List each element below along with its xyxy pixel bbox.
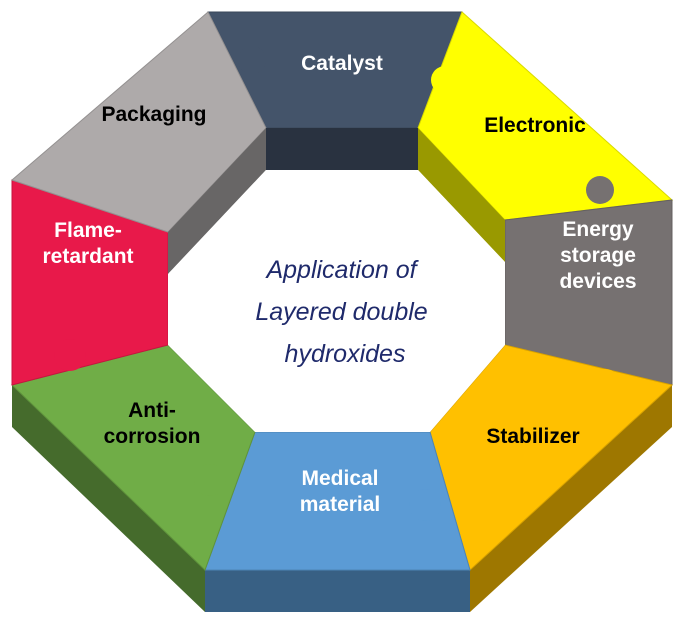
label-flame-retardant: Flame-retardant bbox=[42, 219, 133, 268]
inner-hole bbox=[168, 128, 505, 432]
puzzle-knob-medical-material bbox=[409, 489, 441, 521]
label-stabilizer: Stabilizer bbox=[486, 425, 579, 448]
puzzle-knob-stabilizer bbox=[589, 369, 621, 401]
label-medical-material-line-1: Medical bbox=[301, 467, 378, 490]
label-flame-retardant-line-2: retardant bbox=[42, 245, 133, 268]
inner-wall-packaging bbox=[168, 128, 266, 274]
wall-medical-material bbox=[205, 570, 470, 612]
label-packaging: Packaging bbox=[101, 103, 206, 126]
label-electronic-line-1: Electronic bbox=[484, 114, 586, 137]
puzzle-segments bbox=[11, 11, 674, 571]
center-title-line-3: hydroxides bbox=[285, 340, 406, 368]
label-catalyst: Catalyst bbox=[301, 52, 383, 75]
label-catalyst-line-1: Catalyst bbox=[301, 52, 383, 75]
puzzle-knob-electronic bbox=[431, 66, 459, 94]
label-anti-corrosion-line-2: corrosion bbox=[104, 425, 201, 448]
label-medical-material-line-2: material bbox=[300, 493, 381, 516]
puzzle-knob-anti-corrosion bbox=[194, 464, 226, 496]
label-energy-storage: Energy storage devices bbox=[559, 218, 636, 293]
label-stabilizer-line-1: Stabilizer bbox=[486, 425, 579, 448]
center-title-line-2: Layered double bbox=[255, 298, 427, 326]
wall-stabilizer bbox=[470, 385, 672, 612]
inner-hole-fill bbox=[168, 170, 505, 432]
inner-wall-catalyst bbox=[266, 128, 418, 170]
label-energy-storage-line-2: storage bbox=[560, 244, 636, 267]
label-energy-storage-line-3: devices bbox=[559, 270, 636, 293]
label-anti-corrosion: Anti-corrosion bbox=[104, 399, 201, 448]
label-medical-material: Medical material bbox=[300, 467, 381, 516]
puzzle-knob-flame-retardant bbox=[54, 339, 86, 371]
puzzle-connector-tabs bbox=[54, 46, 621, 521]
puzzle-knob-energy-storage bbox=[586, 176, 614, 204]
wall-anti-corrosion bbox=[12, 385, 205, 612]
center-title: Application of Layered double hydroxides bbox=[255, 256, 434, 368]
puzzle-knob-packaging bbox=[74, 156, 102, 184]
puzzle-knob-catalyst bbox=[238, 46, 266, 74]
center-title-line-1: Application of bbox=[264, 256, 419, 284]
label-energy-storage-line-1: Energy bbox=[562, 218, 634, 241]
label-flame-retardant-line-1: Flame- bbox=[54, 219, 122, 242]
label-electronic: Electronic bbox=[484, 114, 586, 137]
label-anti-corrosion-line-1: Anti- bbox=[128, 399, 176, 422]
inner-wall-electronic bbox=[418, 128, 505, 262]
label-packaging-line-1: Packaging bbox=[101, 103, 206, 126]
